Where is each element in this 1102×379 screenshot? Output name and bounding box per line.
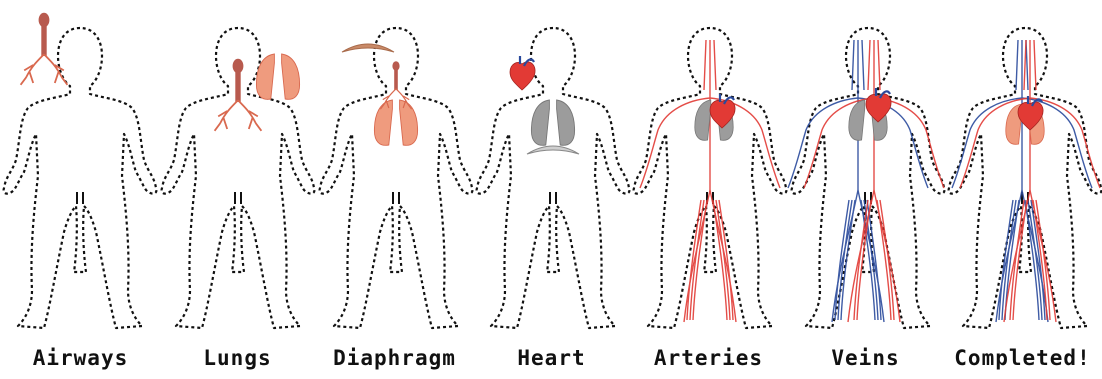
diaphragm-shape bbox=[527, 146, 579, 154]
groin-mark bbox=[77, 192, 83, 204]
groin-mark bbox=[393, 192, 399, 204]
stage-label-completed: Completed! bbox=[944, 346, 1101, 370]
groin-mark bbox=[235, 192, 241, 204]
figure-1 bbox=[4, 28, 157, 328]
stage-label-lungs: Lungs bbox=[159, 346, 316, 370]
stage-label-heart: Heart bbox=[473, 346, 630, 370]
figure-4 bbox=[477, 28, 630, 328]
trachea-shape bbox=[380, 61, 411, 109]
stage-label-diaphragm: Diaphragm bbox=[316, 346, 473, 370]
groin-mark bbox=[550, 192, 556, 204]
lungs-shape bbox=[374, 100, 417, 145]
stage-label-airways: Airways bbox=[2, 346, 159, 370]
body-outline bbox=[477, 28, 630, 328]
stage-label-arteries: Arteries bbox=[630, 346, 787, 370]
heart-shape bbox=[510, 56, 535, 90]
diaphragm-shape bbox=[342, 44, 394, 52]
stage-label-veins: Veins bbox=[787, 346, 944, 370]
arteries-network bbox=[960, 40, 1100, 322]
anatomy-canvas bbox=[0, 0, 1102, 340]
veins-network bbox=[952, 40, 1092, 322]
lungs-shape bbox=[531, 100, 574, 145]
lungs-shape bbox=[256, 54, 299, 99]
trachea-shape bbox=[21, 13, 68, 85]
body-outline bbox=[4, 28, 157, 328]
